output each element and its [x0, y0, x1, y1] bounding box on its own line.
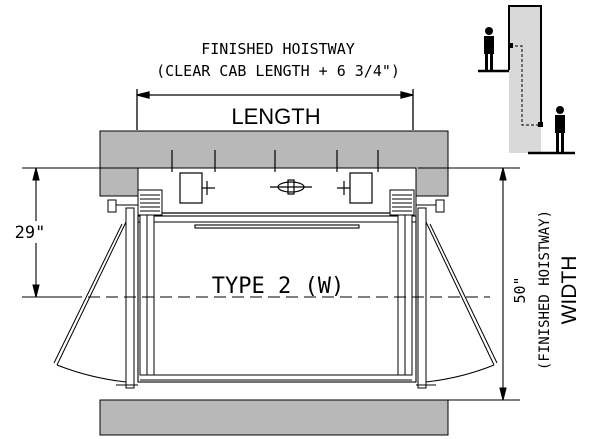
type-label: TYPE 2 (W) [212, 274, 344, 299]
dim-29-label: 29" [15, 223, 46, 243]
finished-hoistway-label: FINISHED HOISTWAY [201, 40, 355, 58]
top-wall-fixtures [160, 150, 395, 214]
finished-hoistway-vertical: (FINISHED HOISTWAY) [537, 210, 553, 370]
person-icon [484, 27, 494, 70]
left-door-swing [53, 221, 127, 383]
width-label: WIDTH [558, 256, 581, 325]
inset-elevation-sketch [478, 5, 575, 155]
dim-50-line [418, 167, 520, 401]
person-icon [555, 106, 565, 152]
left-guide-assembly [107, 189, 163, 389]
right-guide-assembly [389, 189, 445, 389]
bottom-wall [99, 399, 449, 436]
length-dimension-line [136, 89, 414, 130]
length-label: LENGTH [231, 104, 320, 129]
cab-platform [137, 215, 417, 383]
clear-cab-length-formula: (CLEAR CAB LENGTH + 6 3/4") [156, 62, 400, 80]
right-door-swing [425, 221, 498, 383]
dim-29-line [22, 167, 138, 298]
dim-50-label: 50" [511, 276, 529, 303]
